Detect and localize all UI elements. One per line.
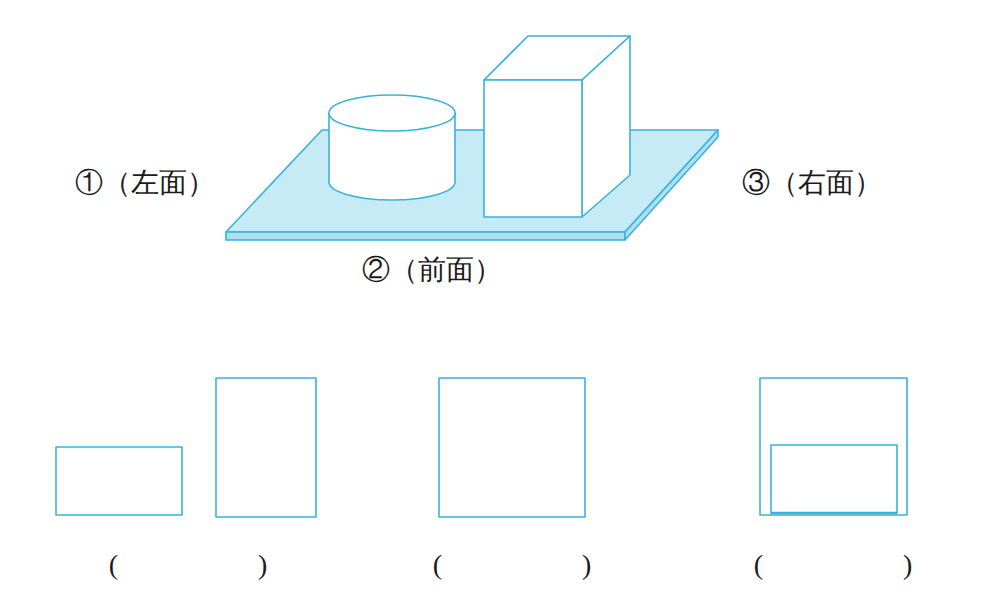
view-square (439, 378, 585, 517)
view-edge (771, 512, 897, 515)
answer-blank: ( ) (754, 548, 913, 582)
answer-blank: ( ) (433, 548, 592, 582)
cuboid-front (484, 80, 582, 217)
view-label: ③（右面） (742, 166, 882, 200)
answer-blank: ( ) (109, 548, 268, 582)
view-rectangle (216, 378, 316, 517)
cuboid-side (582, 36, 630, 217)
board-side (625, 130, 718, 240)
view-rectangle (56, 447, 182, 515)
view-label: ②（前面） (362, 253, 502, 287)
view-label: ①（左面） (75, 166, 215, 200)
board-front (226, 232, 625, 240)
cylinder-top (329, 95, 455, 131)
view-rectangle (760, 378, 907, 515)
view-rectangle (771, 445, 897, 513)
